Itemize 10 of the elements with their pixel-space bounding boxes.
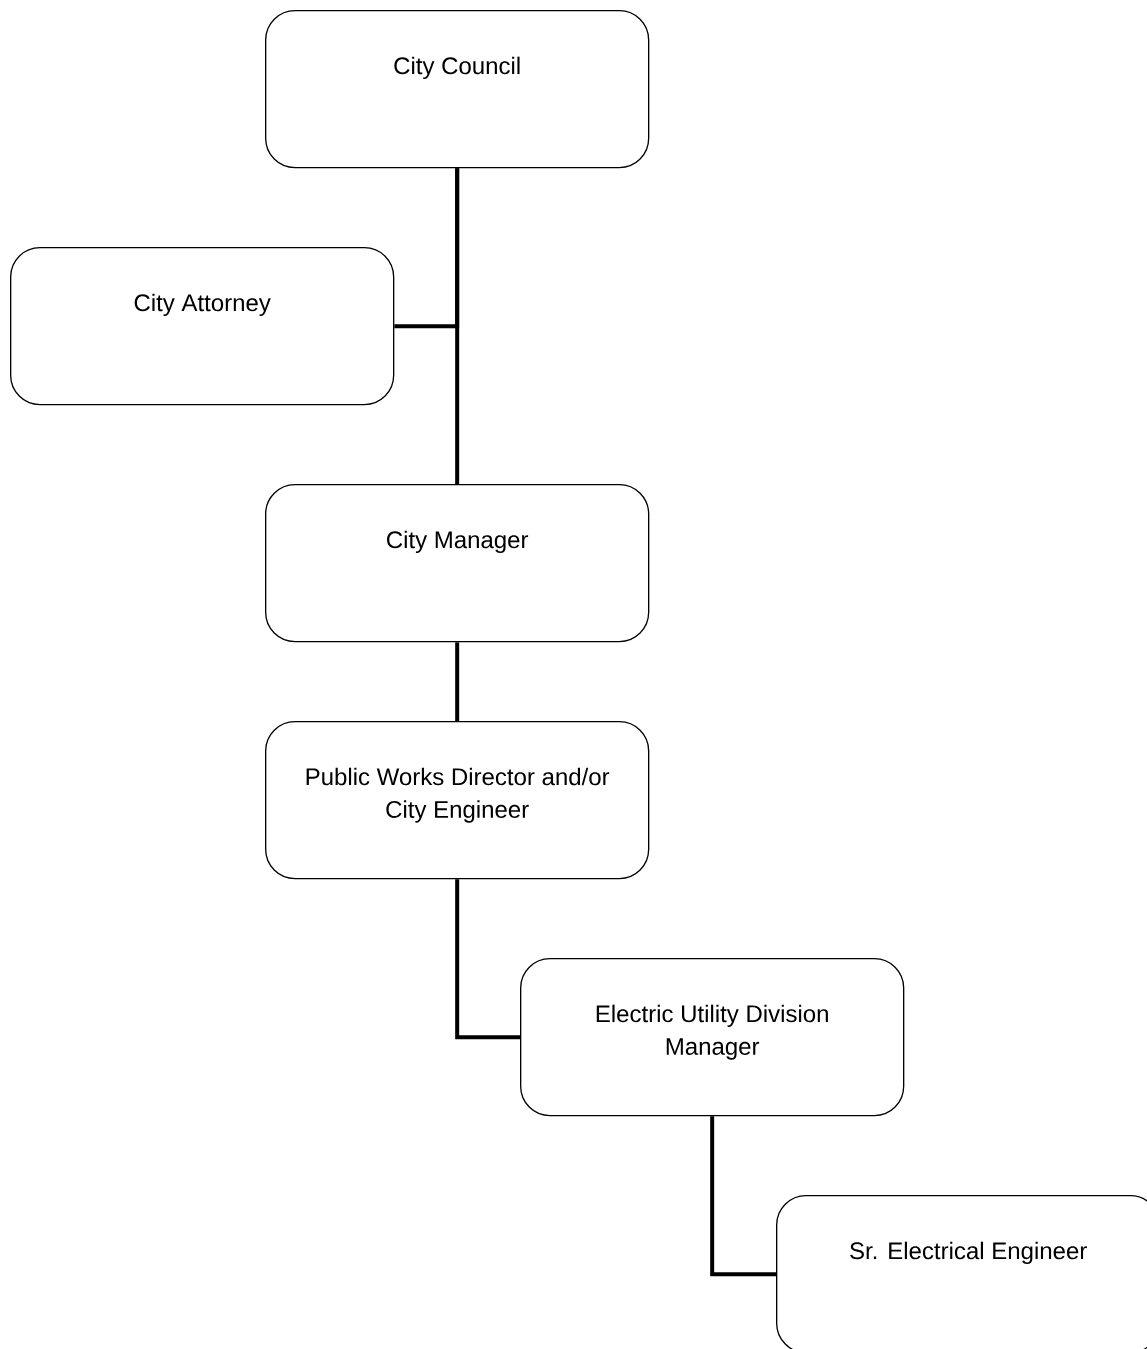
connector-line: [710, 1116, 776, 1277]
org-box: City Manager: [265, 484, 650, 643]
org-box: Sr. Electrical Engineer: [776, 1195, 1147, 1349]
connector-line: [455, 168, 460, 484]
org-box: City Attorney: [10, 247, 395, 406]
connector-line: [455, 879, 520, 1040]
org-box: Public Works Director and/or City Engineer: [265, 721, 650, 880]
org-box: Electric Utility Division Manager: [520, 958, 905, 1117]
connector-line: [455, 642, 460, 721]
org-box: City Council: [265, 10, 650, 169]
